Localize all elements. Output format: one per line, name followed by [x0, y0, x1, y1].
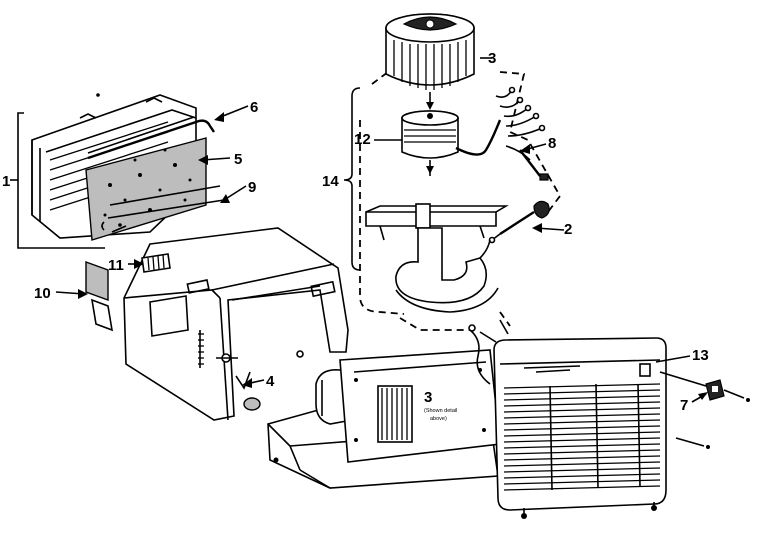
part-8-wiring-harness [495, 86, 549, 181]
part-11-control [141, 253, 171, 273]
callout-1: 1 [2, 173, 10, 190]
part-7-switch [659, 371, 750, 449]
part-6-water-tube [87, 116, 215, 160]
part-5-filter-pad [85, 137, 207, 241]
leader-lines [55, 57, 708, 403]
inner-blower-panel: (Shown detail above) [339, 349, 501, 463]
part-14-bracket [343, 87, 361, 271]
callout-5: 5 [234, 151, 242, 168]
callout-10: 10 [34, 285, 51, 302]
callout-14: 14 [322, 173, 339, 190]
part-12-motor [401, 110, 502, 176]
callout-3-top: 3 [488, 50, 496, 67]
fan-mount-scroll [365, 203, 509, 313]
callout-12: 12 [354, 131, 371, 148]
callout-9: 9 [248, 179, 256, 196]
callout-labels: 1 2 3 3 4 5 6 7 8 9 10 11 12 13 14 [2, 50, 709, 414]
part-13-front-grille [493, 337, 667, 519]
part-4-fastener [235, 371, 261, 411]
part-10-side-panel [85, 261, 114, 332]
callout-3-inner: 3 [424, 389, 432, 406]
cabinet-shroud [123, 227, 349, 421]
part-3-blower-wheel [385, 13, 475, 110]
callout-4: 4 [266, 373, 275, 390]
callout-13: 13 [692, 347, 709, 364]
internal-wiring [468, 319, 509, 385]
callout-7: 7 [680, 397, 688, 414]
part-9-rods [101, 185, 225, 233]
callout-8: 8 [548, 135, 556, 152]
see-detail-note-line2: above) [430, 416, 447, 422]
callout-6: 6 [250, 99, 258, 116]
callout-11: 11 [108, 257, 124, 274]
callout-2: 2 [564, 221, 572, 238]
see-detail-note-line1: (Shown detail [424, 408, 457, 414]
part-2-switch [488, 200, 550, 244]
